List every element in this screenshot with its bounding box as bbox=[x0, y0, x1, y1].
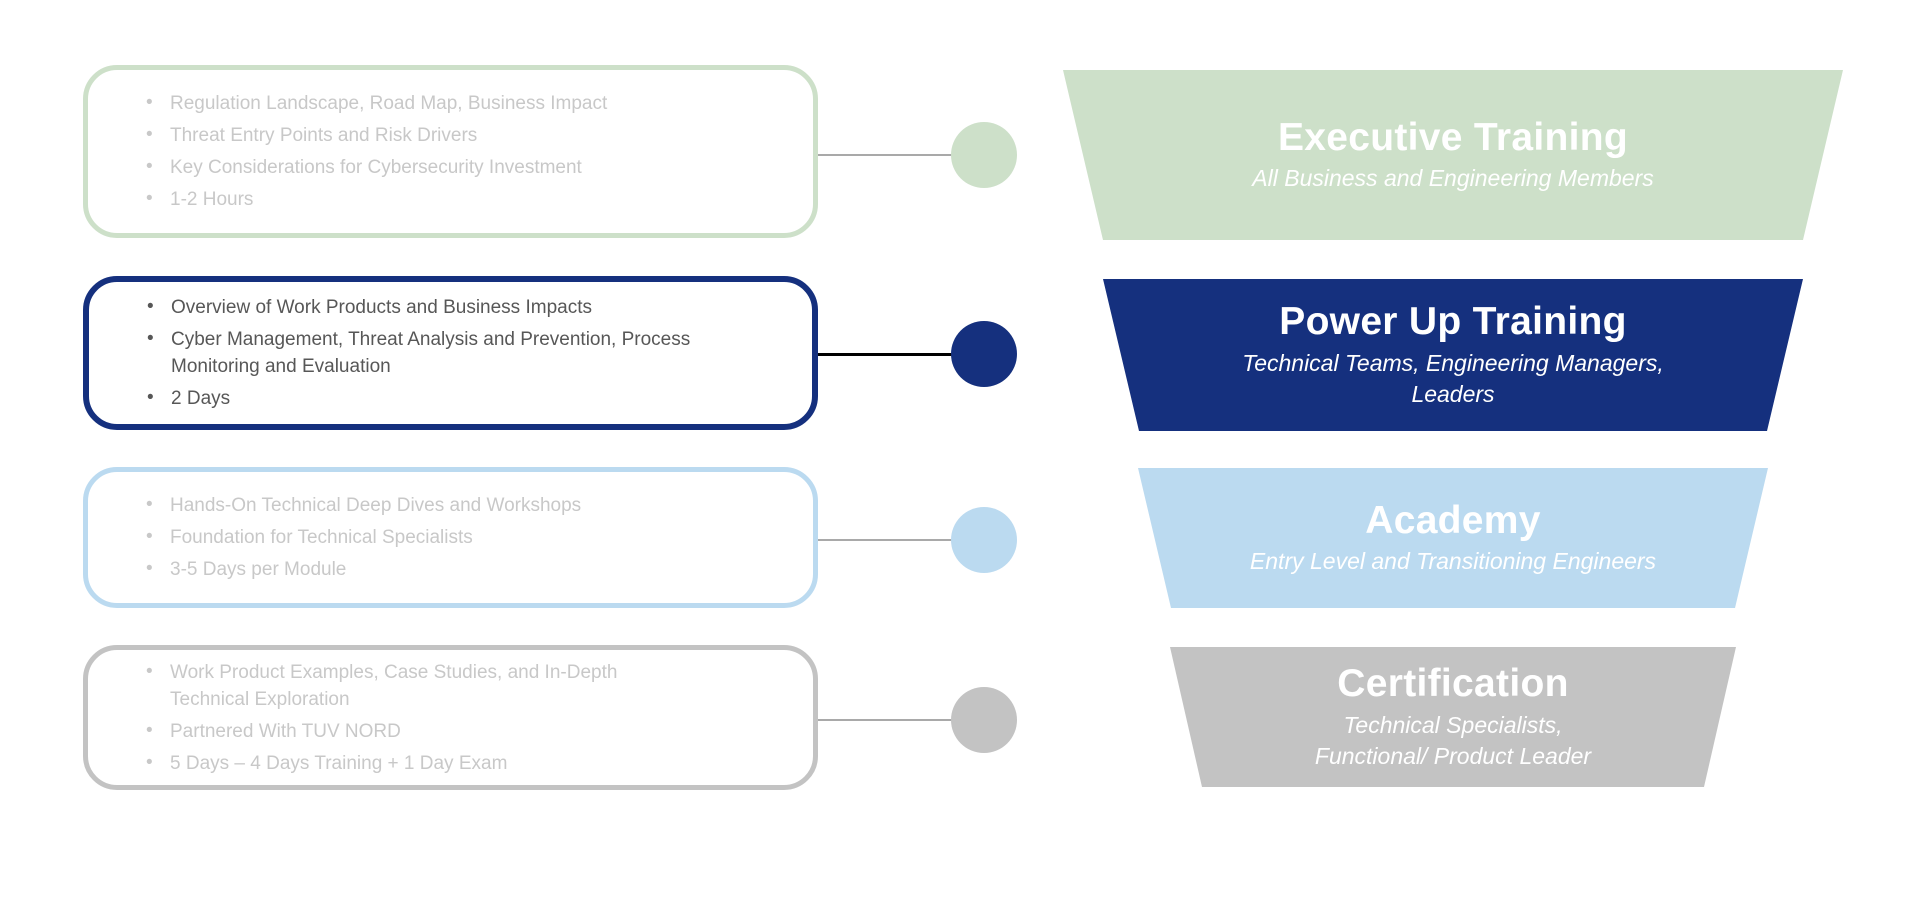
bullet-item: Partnered With TUV NORD bbox=[144, 717, 690, 745]
bullet-item: Overview of Work Products and Business I… bbox=[145, 293, 691, 321]
funnel-segment-title: Power Up Training bbox=[1279, 300, 1627, 344]
power-up-training-bullet-list: Overview of Work Products and Business I… bbox=[89, 289, 701, 417]
bullet-item: Cyber Management, Threat Analysis and Pr… bbox=[145, 325, 691, 380]
executive-training-connector-line bbox=[818, 154, 952, 156]
funnel-segment-power-up-training: Power Up Training Technical Teams, Engin… bbox=[1103, 279, 1803, 431]
certification-bullet-list: Work Product Examples, Case Studies, and… bbox=[88, 654, 700, 782]
academy-node-circle bbox=[951, 507, 1017, 573]
funnel-segment-subtitle: All Business and Engineering Members bbox=[1252, 165, 1654, 192]
bullet-item: 2 Days bbox=[145, 384, 691, 412]
bullet-item: Hands-On Technical Deep Dives and Worksh… bbox=[144, 491, 581, 519]
power-up-training-connector-line bbox=[818, 353, 952, 356]
bullet-item: Work Product Examples, Case Studies, and… bbox=[144, 658, 690, 713]
bullet-item: 3-5 Days per Module bbox=[144, 555, 581, 583]
power-up-training-node-circle bbox=[951, 321, 1017, 387]
funnel-segment-title: Executive Training bbox=[1277, 115, 1629, 159]
bullet-item: Threat Entry Points and Risk Drivers bbox=[144, 121, 607, 149]
funnel-segment-subtitle: Technical Specialists, Functional/ Produ… bbox=[1314, 711, 1592, 769]
funnel-segment-certification: Certification Technical Specialists, Fun… bbox=[1170, 647, 1736, 787]
funnel-segment-subtitle: Technical Teams, Engineering Managers, L… bbox=[1242, 349, 1664, 407]
power-up-training-detail-box: Overview of Work Products and Business I… bbox=[83, 276, 818, 430]
certification-connector-line bbox=[818, 719, 952, 721]
funnel-segment-academy: Academy Entry Level and Transitioning En… bbox=[1138, 468, 1768, 608]
certification-detail-box: Work Product Examples, Case Studies, and… bbox=[83, 645, 818, 790]
funnel-segment-title: Certification bbox=[1337, 662, 1569, 706]
funnel-segment-executive-training: Executive Training All Business and Engi… bbox=[1063, 70, 1843, 240]
executive-training-detail-box: Regulation Landscape, Road Map, Business… bbox=[83, 65, 818, 238]
funnel-segment-title: Academy bbox=[1365, 498, 1541, 542]
funnel-segment-subtitle: Entry Level and Transitioning Engineers bbox=[1249, 548, 1657, 575]
bullet-item: Foundation for Technical Specialists bbox=[144, 523, 581, 551]
certification-node-circle bbox=[951, 687, 1017, 753]
academy-detail-box: Hands-On Technical Deep Dives and Worksh… bbox=[83, 467, 818, 608]
bullet-item: Key Considerations for Cybersecurity Inv… bbox=[144, 153, 607, 181]
bullet-item: 1-2 Hours bbox=[144, 185, 607, 213]
executive-training-node-circle bbox=[951, 122, 1017, 188]
academy-connector-line bbox=[818, 539, 952, 541]
executive-training-bullet-list: Regulation Landscape, Road Map, Business… bbox=[88, 85, 617, 218]
bullet-item: Regulation Landscape, Road Map, Business… bbox=[144, 89, 607, 117]
bullet-item: 5 Days – 4 Days Training + 1 Day Exam bbox=[144, 749, 690, 777]
academy-bullet-list: Hands-On Technical Deep Dives and Worksh… bbox=[88, 487, 591, 588]
